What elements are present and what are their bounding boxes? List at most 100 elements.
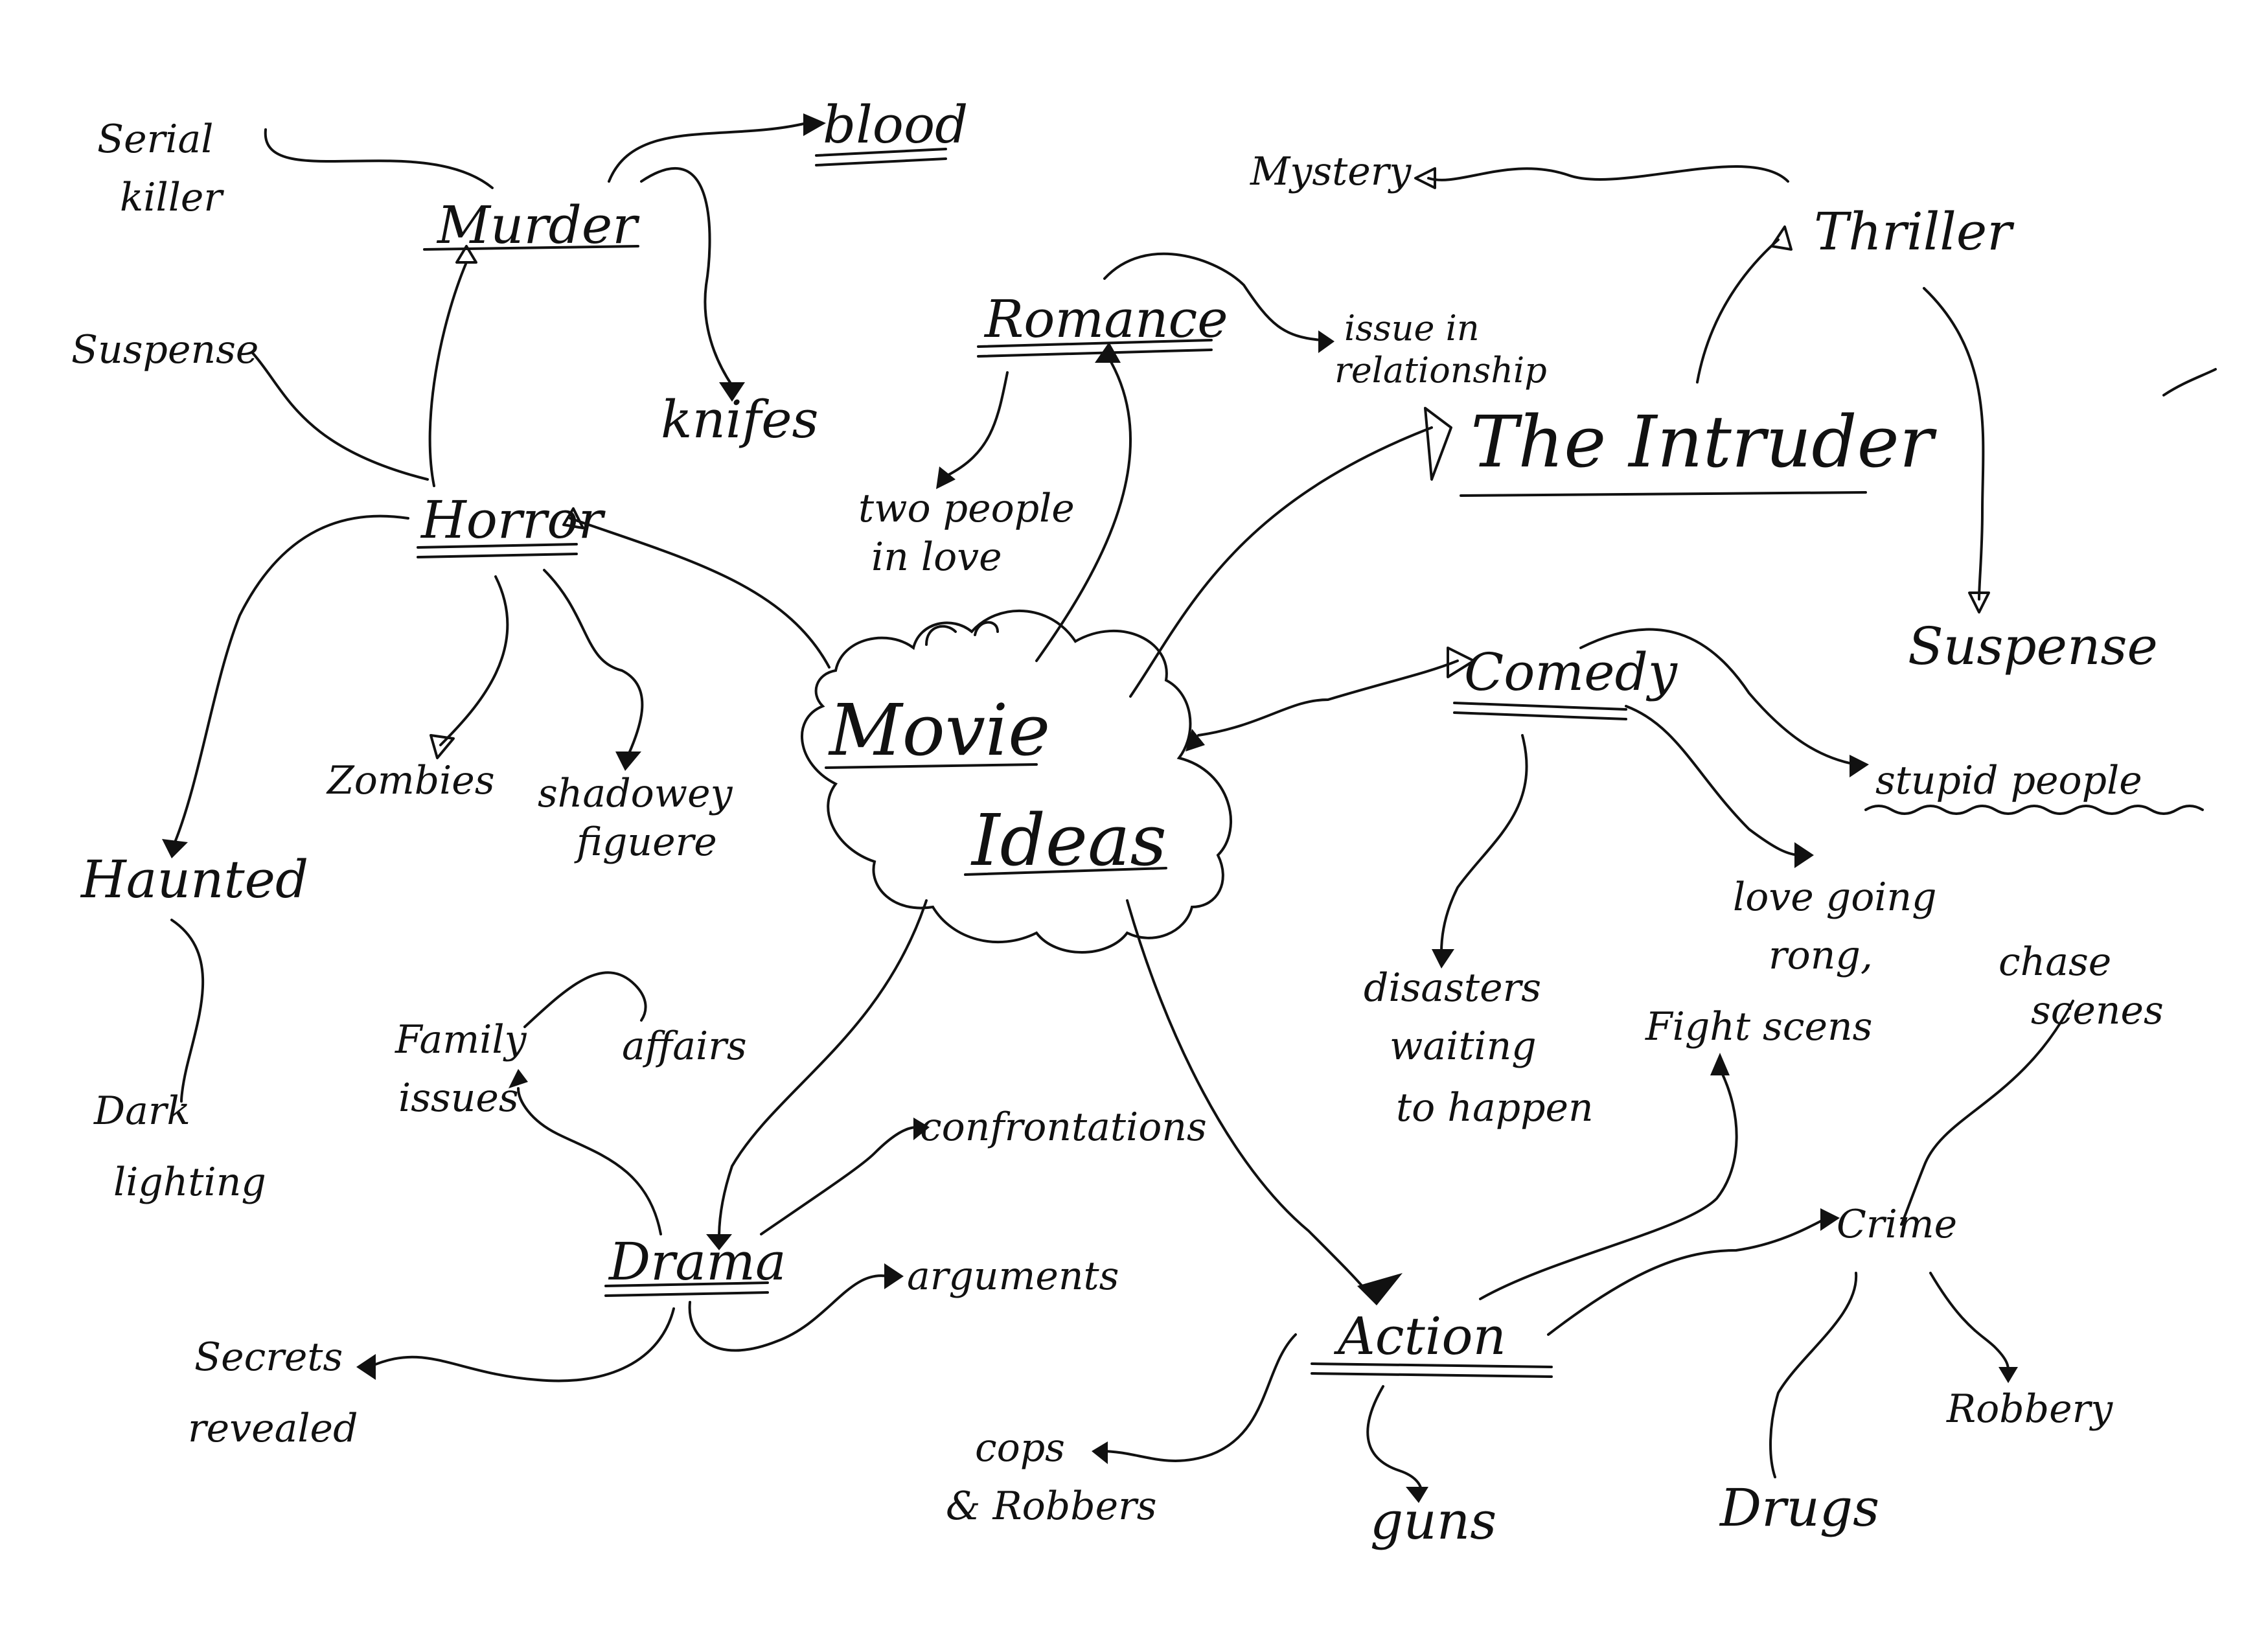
node-label: waiting (1390, 1024, 1537, 1069)
arrowhead (803, 113, 826, 136)
node-label: rong, (1769, 933, 1873, 978)
arrowhead (1447, 647, 1475, 678)
center-cloud: Movie Ideas (800, 609, 1232, 954)
node-label: Family (395, 1017, 527, 1062)
node-label: two people (858, 486, 1075, 531)
node-the-intruder: The Intruder (1460, 400, 1938, 497)
node-haunted: Haunted (80, 849, 308, 910)
cloud-shape (800, 609, 1232, 954)
arrowhead (615, 751, 641, 771)
node-fight-scenes: Fight scens (1645, 1004, 1872, 1050)
center-title-underline (964, 867, 1167, 876)
center-title-movie: Movie (828, 689, 1050, 772)
connector-romance-twopeople (945, 371, 1009, 477)
node-underline (604, 1291, 769, 1297)
node-underline (1453, 711, 1627, 720)
arrowhead (884, 1263, 904, 1289)
arrowhead (1318, 330, 1334, 353)
node-underline (1460, 491, 1867, 497)
node-label: stupid people (1875, 758, 2142, 803)
node-chase-scenes: chase scenes (1999, 939, 2164, 1033)
node-shadowy-figure: shadowey figuere (538, 771, 733, 865)
arrowhead (562, 507, 584, 529)
node-arguments: arguments (907, 1254, 1119, 1299)
arrowhead (1414, 167, 1436, 189)
node-label: relationship (1334, 350, 1547, 391)
node-label: to happen (1396, 1085, 1594, 1130)
node-label: issue in (1344, 308, 1480, 349)
node-label: figuere (574, 820, 717, 865)
connector-center-intruder (1129, 426, 1433, 698)
node-drama: Drama (604, 1232, 786, 1297)
connector-drama-arguments (688, 1274, 889, 1352)
node-dark-lighting: Dark lighting (93, 1088, 266, 1205)
arrowhead (1820, 1208, 1840, 1231)
connector-action-cops (1100, 1333, 1297, 1462)
connector-crime-drugs (1769, 1272, 1858, 1478)
node-underline (977, 349, 1213, 358)
arrowhead (1357, 1273, 1403, 1305)
connector-center-horror (569, 517, 830, 669)
node-robbery: Robbery (1946, 1386, 2113, 1432)
node-drugs: Drugs (1719, 1478, 1879, 1538)
center-title-underline (825, 763, 1038, 769)
connector-action-crime (1547, 1217, 1828, 1336)
node-underline (1311, 1372, 1553, 1378)
cloud-curl (925, 625, 957, 646)
node-issue-in-relationship: issue in relationship (1334, 308, 1547, 391)
connector-drama-confront (760, 1126, 918, 1235)
node-romance: Romance (977, 289, 1228, 358)
arrowhead (706, 1234, 732, 1250)
node-label: lighting (113, 1160, 266, 1205)
node-label: Serial (97, 117, 213, 162)
node-label: blood (823, 95, 968, 155)
node-suspense-left: Suspense (71, 327, 258, 373)
arrowheads (162, 113, 2018, 1503)
arrowhead (1710, 1053, 1730, 1075)
node-stupid-people: stupid people (1864, 758, 2204, 815)
connector-center-action (1126, 899, 1371, 1297)
node-label: shadowey (538, 771, 733, 816)
arrowhead (913, 1118, 930, 1140)
node-two-people-in-love: two people in love (858, 486, 1075, 580)
node-suspense-right: Suspense (1908, 616, 2158, 676)
node-label: Action (1333, 1306, 1506, 1366)
labels: Serial killer Murder blood knifes Suspen… (71, 95, 2204, 1551)
node-label: Dark (93, 1088, 190, 1134)
arrowhead (936, 466, 956, 489)
stray-pen-mark (2162, 368, 2217, 396)
node-zombies: Zombies (326, 758, 495, 803)
connector-drama-family (517, 1087, 662, 1235)
node-label: revealed (188, 1406, 358, 1451)
arrowhead (162, 839, 188, 858)
connector-intruder-thriller (1696, 238, 1780, 384)
node-disasters: disasters waiting to happen (1364, 965, 1594, 1130)
arrowhead (430, 734, 455, 759)
connector-thriller-mystery (1427, 165, 1789, 183)
connector-haunted-dark (170, 919, 205, 1103)
node-underline (815, 148, 947, 157)
arrowhead (1794, 842, 1814, 868)
node-label: Horror (420, 490, 606, 550)
node-underline (1311, 1362, 1553, 1368)
connector-family-affairs (523, 971, 647, 1028)
node-family-issues: Family issues (395, 1017, 527, 1121)
node-underline (423, 245, 639, 251)
node-underline (417, 543, 578, 549)
connector-thriller-suspense (1923, 287, 1985, 601)
arrowhead (1968, 591, 1990, 614)
connector-comedy-disasters (1440, 734, 1528, 954)
connector-horror-haunted (174, 514, 409, 843)
node-underline-wavy (1864, 805, 2204, 815)
node-label: killer (120, 175, 224, 220)
node-love-going-wrong: love going rong, (1733, 875, 1937, 978)
node-secrets-revealed: Secrets revealed (188, 1335, 358, 1451)
connector-horror-murder (428, 261, 468, 487)
node-label: The Intruder (1471, 400, 1938, 483)
arrowhead (719, 382, 745, 402)
connector-suspense-horror (251, 352, 429, 481)
node-knifes: knifes (661, 389, 819, 450)
cloud-curl (974, 621, 999, 636)
arrowhead (1850, 755, 1869, 777)
